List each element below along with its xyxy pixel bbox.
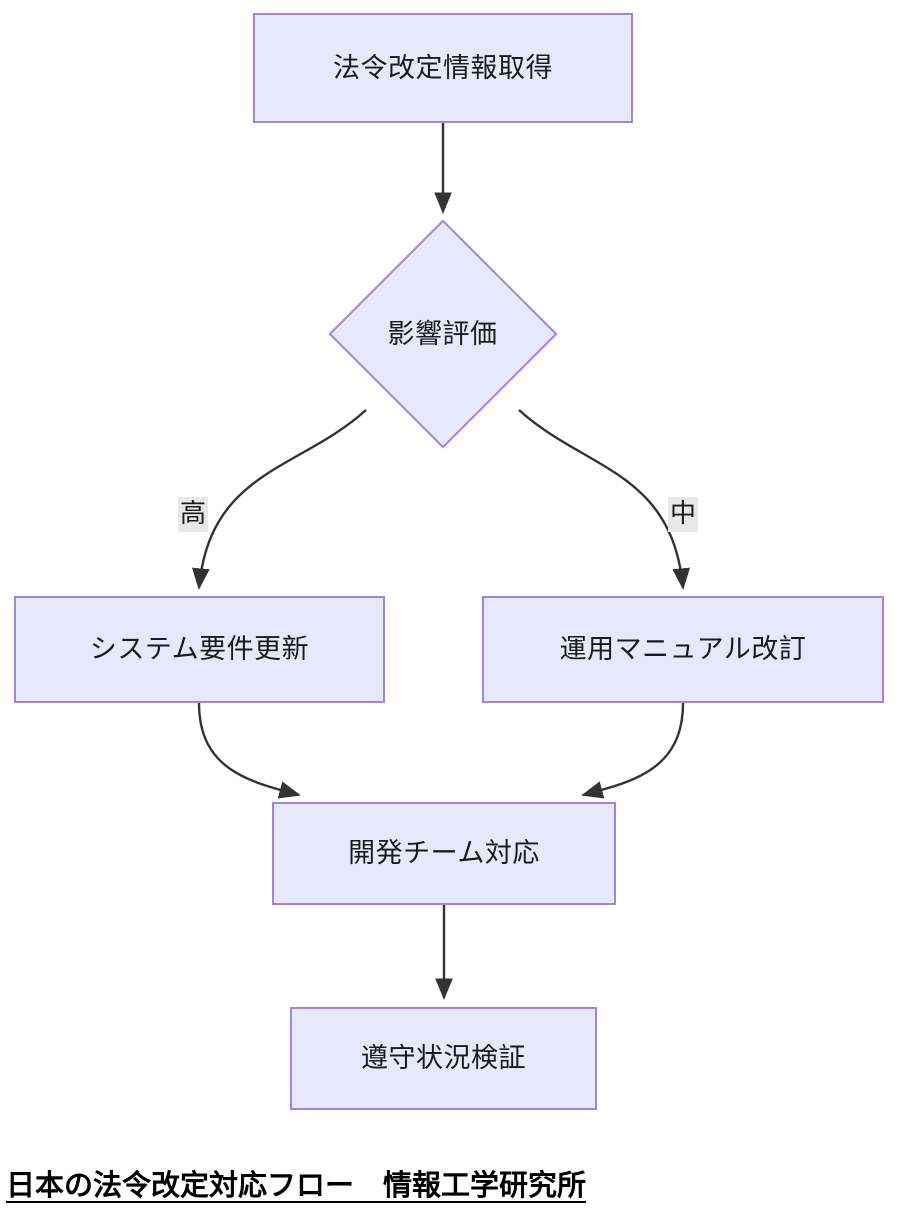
- node-acquire-label: 法令改定情報取得: [333, 52, 553, 83]
- node-assess[interactable]: 影響評価: [327, 219, 558, 449]
- diagram-caption: 日本の法令改定対応フロー 情報工学研究所: [6, 1170, 587, 1202]
- node-devteam[interactable]: 開発チーム対応: [272, 802, 616, 905]
- edge-label-medium: 中: [668, 497, 699, 533]
- node-devteam-label: 開発チーム対応: [348, 838, 540, 869]
- node-assess-label: 影響評価: [387, 318, 498, 349]
- edge-sysreq-to-devteam: [197, 702, 301, 799]
- node-manual[interactable]: 運用マニュアル改訂: [482, 596, 884, 703]
- edge-label-high: 高: [178, 497, 209, 533]
- node-verify[interactable]: 遵守状況検証: [290, 1007, 597, 1110]
- node-sysreq-label: システム要件更新: [89, 634, 310, 665]
- node-sysreq[interactable]: システム要件更新: [14, 596, 385, 703]
- edge-manual-to-devteam: [581, 702, 685, 799]
- node-acquire[interactable]: 法令改定情報取得: [253, 13, 633, 123]
- node-manual-label: 運用マニュアル改訂: [559, 634, 807, 665]
- node-verify-label: 遵守状況検証: [361, 1043, 526, 1074]
